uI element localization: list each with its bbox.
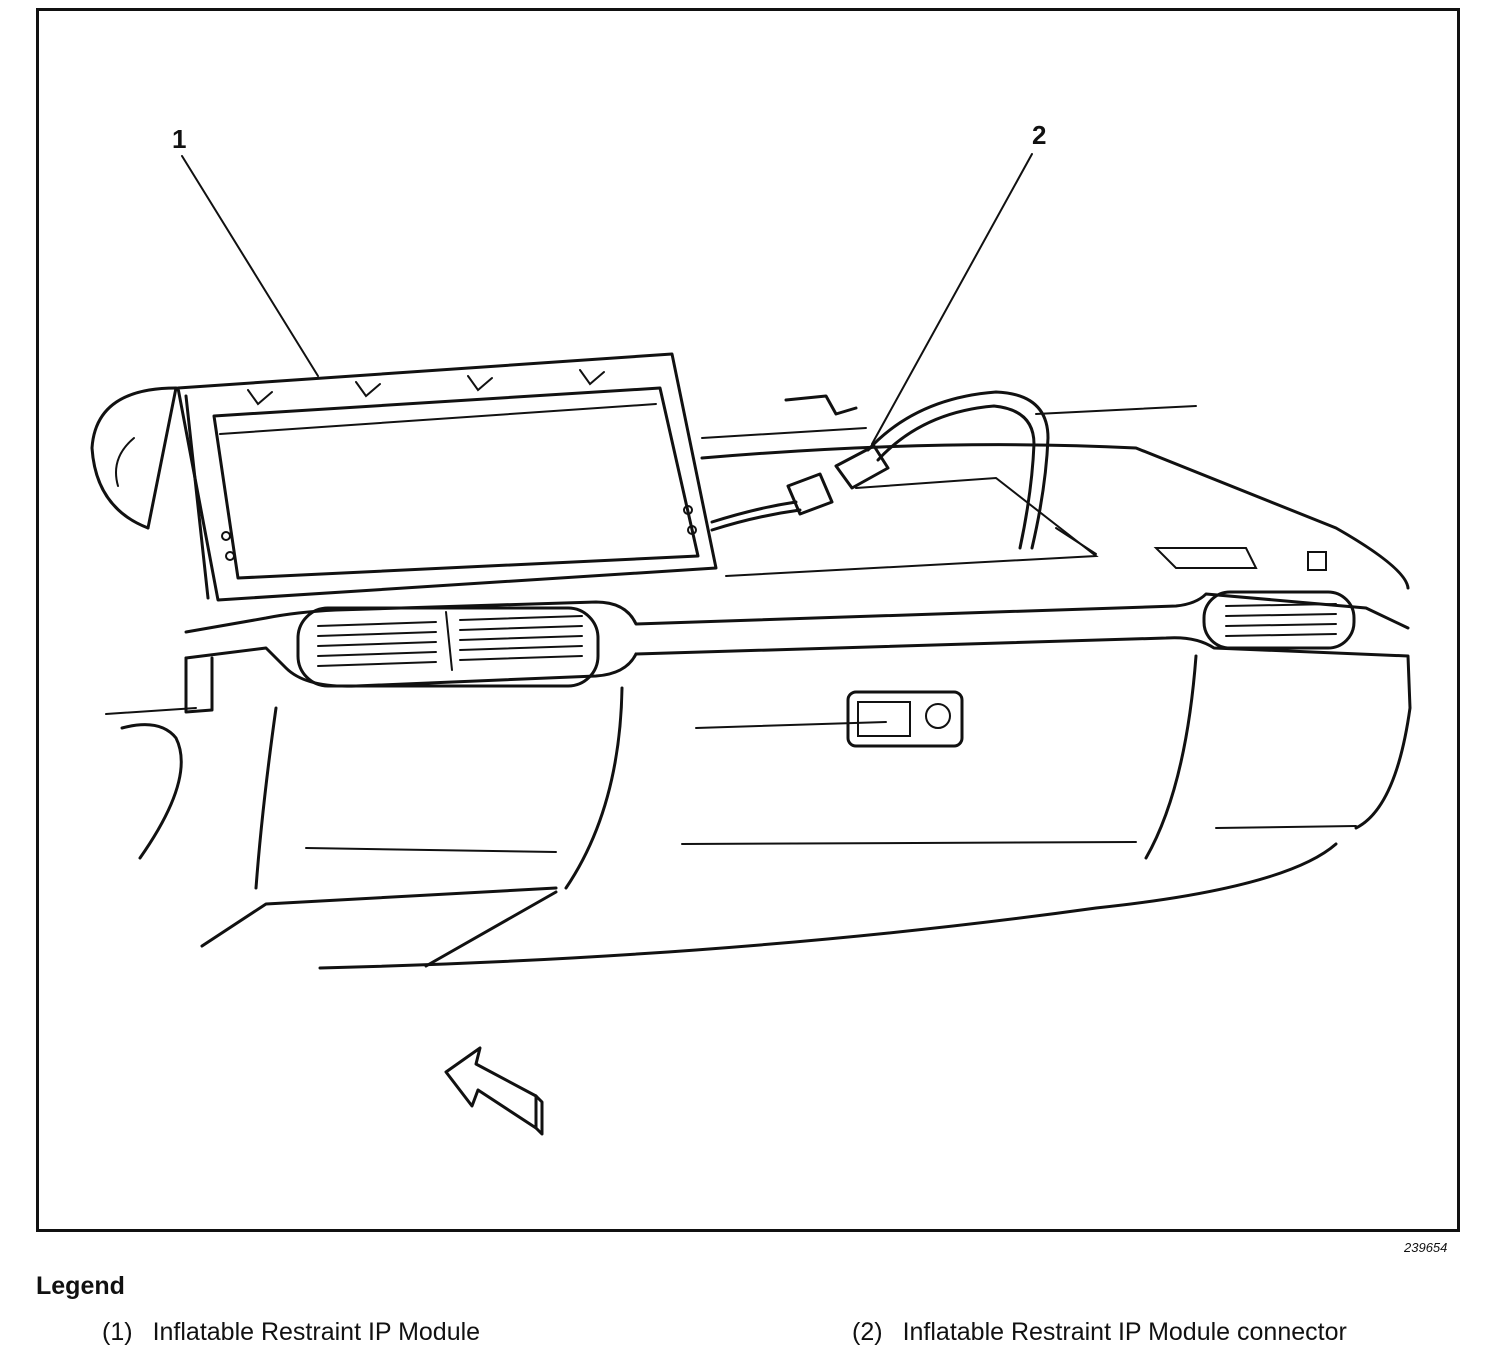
legend-item-label: Inflatable Restraint IP Module connector bbox=[902, 1318, 1347, 1346]
module-connector bbox=[710, 390, 1050, 550]
figure-id: 239654 bbox=[1404, 1240, 1448, 1255]
view-direction-arrow-icon bbox=[444, 1046, 544, 1136]
diagram-frame bbox=[36, 8, 1460, 1232]
glove-box-latch bbox=[846, 690, 964, 748]
dash-front bbox=[184, 590, 1412, 830]
center-vent bbox=[296, 606, 600, 688]
dash-top bbox=[700, 394, 1410, 590]
glove-box bbox=[105, 654, 1357, 970]
dashboard-illustration: 1 2 bbox=[90, 120, 1412, 1136]
legend-title: Legend bbox=[36, 1272, 125, 1300]
legend-item-2: (2) Inflatable Restraint IP Module connec… bbox=[852, 1318, 1347, 1347]
leader-line-2 bbox=[871, 153, 1033, 445]
ip-module bbox=[176, 352, 718, 602]
legend-item-number: (2) bbox=[852, 1318, 883, 1346]
legend-item-label: Inflatable Restraint IP Module bbox=[152, 1318, 481, 1346]
legend-item-number: (1) bbox=[102, 1318, 133, 1346]
dash-left-end bbox=[90, 386, 178, 530]
leader-line-1 bbox=[181, 155, 319, 377]
right-vent bbox=[1202, 590, 1356, 650]
legend-item-1: (1) Inflatable Restraint IP Module bbox=[102, 1318, 480, 1347]
callout-1: 1 bbox=[172, 124, 186, 154]
callout-2: 2 bbox=[1032, 120, 1046, 150]
